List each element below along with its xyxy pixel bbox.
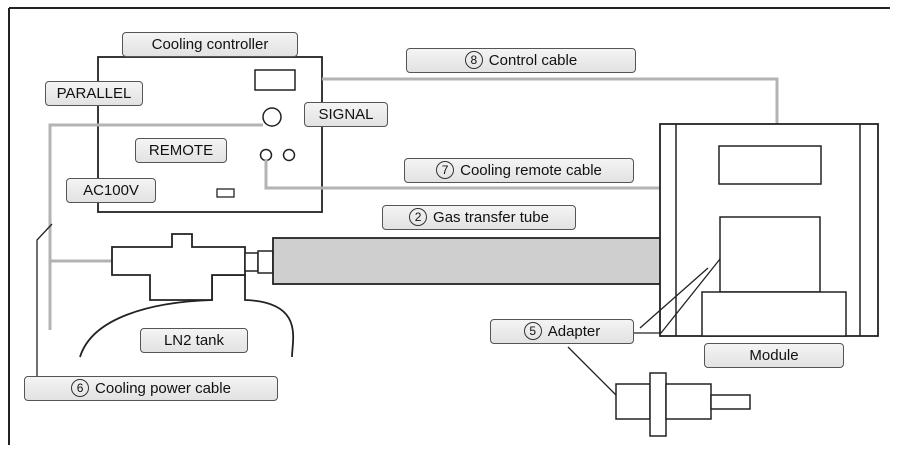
module-port-box [719,216,821,293]
cooling-remote-cable-number: 7 [436,161,455,179]
remote-connector-left [259,148,273,162]
cooling-remote-cable-text: Cooling remote cable [460,162,602,179]
ln2-tank-head [111,233,246,301]
cooling-power-cable-label: 6 Cooling power cable [24,376,278,401]
tank-coupler [244,252,259,272]
remote-connector-right [282,148,296,162]
cooling-controller-label: Cooling controller [122,32,298,57]
module-label: Module [704,343,844,368]
adapter-leader-down [567,346,617,396]
signal-label: SIGNAL [304,102,388,127]
adapter-part-flange [649,372,667,437]
tube-end-left [257,250,274,274]
adapter-text: Adapter [547,323,601,340]
remote-label: REMOTE [135,138,227,163]
control-cable-label: 8 Control cable [406,48,636,73]
adapter-label: 5 Adapter [490,319,634,344]
signal-connector [254,69,296,91]
gas-transfer-tube-text: Gas transfer tube [433,209,549,226]
ac100v-socket [216,188,235,198]
gas-transfer-tube-label: 2 Gas transfer tube [382,205,576,230]
cooling-power-cable-number: 6 [71,379,90,397]
adapter-part-neck [665,383,712,420]
adapter-part-body [615,383,651,420]
control-cable-number: 8 [464,51,483,69]
ln2-tank-label: LN2 tank [140,328,248,353]
gas-transfer-tube-number: 2 [409,208,428,226]
adapter-part-pin [710,394,751,410]
module-base [701,291,847,337]
adapter-leader-upper [634,258,721,334]
module-display [718,145,822,185]
cooling-remote-cable-label: 7 Cooling remote cable [404,158,634,183]
remote-cable-line [264,160,670,190]
cooling-power-cable-text: Cooling power cable [95,380,231,397]
gas-transfer-tube [272,237,688,285]
adapter-leader-lower [639,267,709,329]
parallel-connector [262,107,282,127]
control-cable-line [322,77,779,124]
ac100v-label: AC100V [66,178,156,203]
power-cable-leader [36,223,53,378]
control-cable-text: Control cable [488,52,578,69]
adapter-number: 5 [523,322,542,340]
parallel-label: PARALLEL [45,81,143,106]
